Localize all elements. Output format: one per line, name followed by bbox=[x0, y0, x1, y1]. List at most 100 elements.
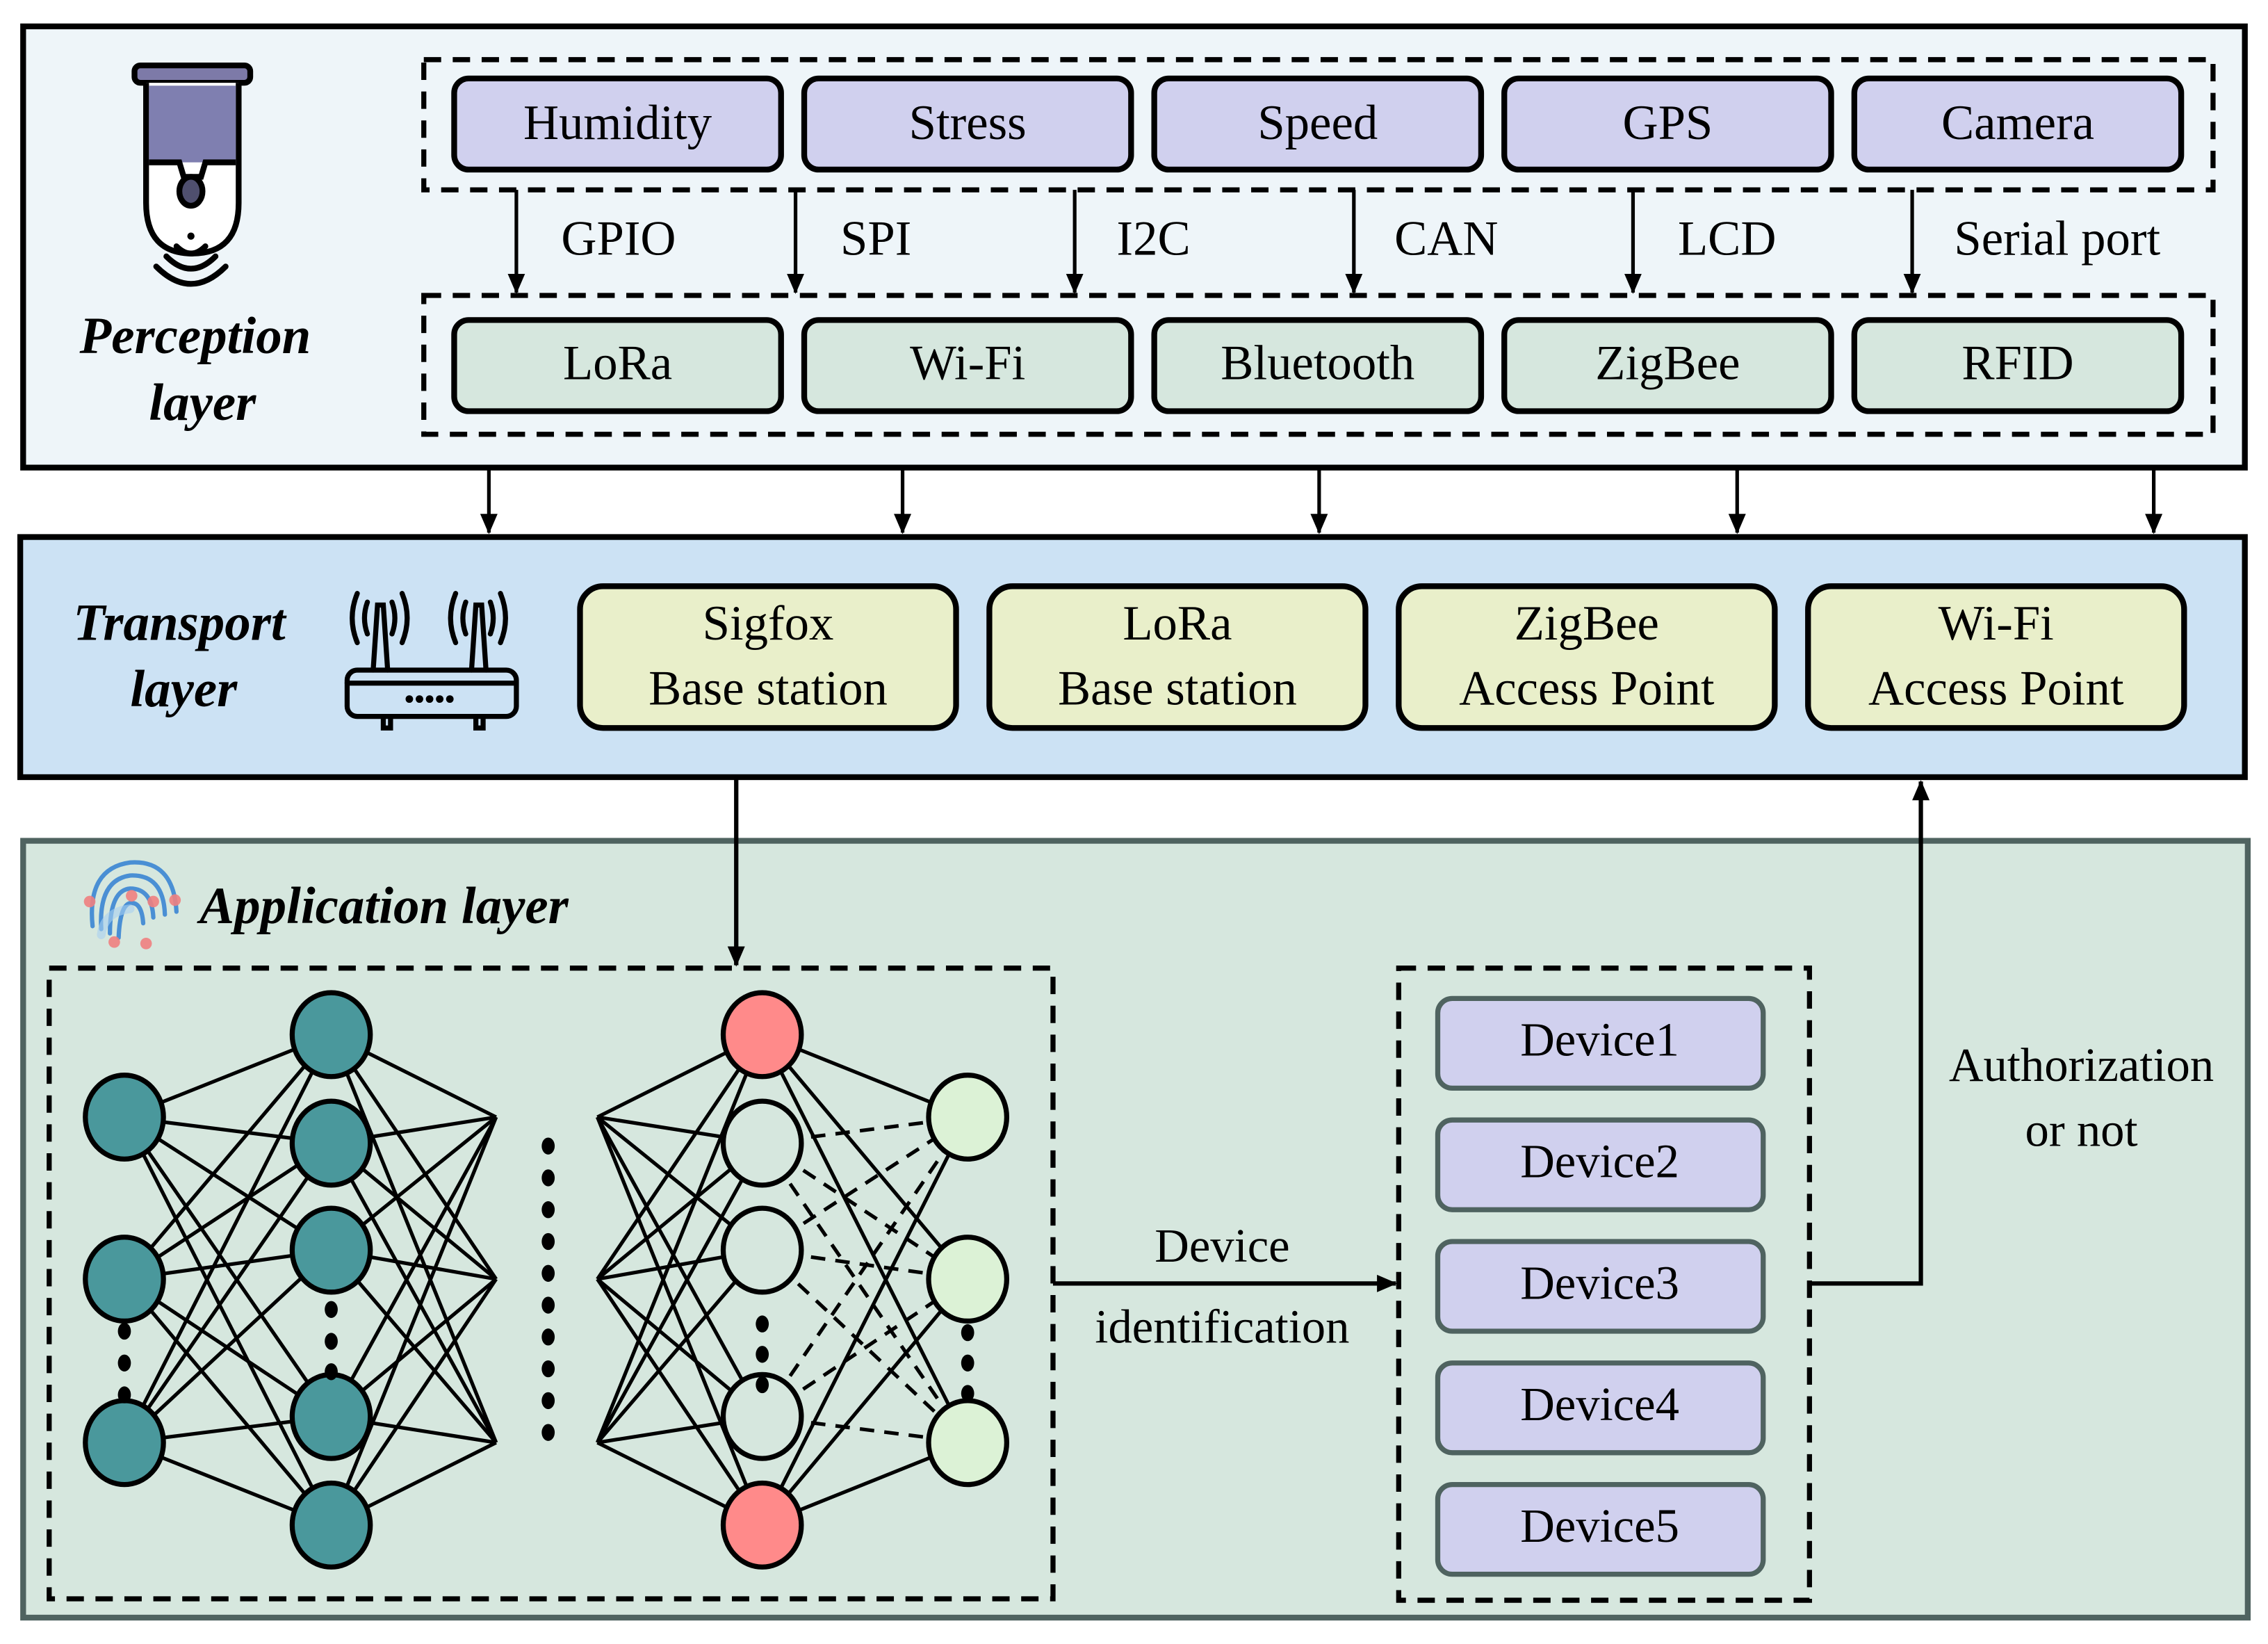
output-node bbox=[926, 1398, 1010, 1488]
device-label: Device5 bbox=[1520, 1499, 1679, 1552]
interface-lcd: LCD bbox=[1624, 190, 1777, 294]
nn-edge bbox=[760, 1142, 970, 1444]
nn-edge bbox=[122, 1278, 333, 1527]
sensor-box-bg bbox=[1151, 75, 1485, 173]
ellipsis-dot bbox=[325, 1363, 338, 1381]
nn-edge bbox=[329, 1033, 498, 1280]
late-hidden-node bbox=[720, 1098, 804, 1188]
nn-edge bbox=[596, 1116, 765, 1526]
nn-edge bbox=[122, 1142, 333, 1444]
nn-edge bbox=[122, 1116, 333, 1418]
application-title: Application layer bbox=[197, 877, 569, 935]
nn-edge bbox=[596, 1142, 764, 1444]
output-node bbox=[926, 1073, 1010, 1162]
station-name: ZigBee bbox=[1515, 596, 1659, 651]
interface-gpio: GPIO bbox=[507, 190, 676, 294]
ellipsis-dot bbox=[541, 1169, 555, 1187]
comm-box-bg bbox=[1851, 317, 2185, 414]
late-hidden-node bbox=[720, 990, 804, 1080]
comm-box-rfid: RFID bbox=[1851, 317, 2185, 414]
late-hidden-node bbox=[720, 1480, 804, 1570]
station-name: Sigfox bbox=[703, 596, 834, 651]
nn-edge bbox=[329, 1116, 498, 1526]
fingerprint-icon bbox=[83, 860, 181, 950]
nn-edge bbox=[123, 1248, 333, 1444]
station-type: Base station bbox=[1058, 662, 1297, 716]
ellipsis-dot bbox=[117, 1354, 131, 1372]
sensor-box-bg bbox=[801, 75, 1134, 173]
nn-edge bbox=[760, 1278, 970, 1527]
comm-box-wifi: Wi-Fi bbox=[801, 317, 1134, 414]
perception-title-line1: Perception bbox=[79, 307, 311, 365]
sensor-label: Camera bbox=[1941, 96, 2094, 150]
output-node bbox=[926, 1235, 1010, 1324]
ellipsis-dot bbox=[541, 1328, 555, 1346]
ellipsis-dot bbox=[541, 1360, 555, 1378]
comm-box-lora: LoRa bbox=[451, 317, 784, 414]
input-node bbox=[83, 1235, 166, 1324]
nn-edge bbox=[596, 1278, 764, 1527]
nn-edge bbox=[122, 1033, 333, 1280]
interface-label: SPI bbox=[840, 211, 911, 266]
nn-edge bbox=[760, 1033, 970, 1280]
authorization-label-line1: Authorization bbox=[1949, 1039, 2214, 1091]
interface-label: LCD bbox=[1678, 211, 1777, 266]
ellipsis-dot bbox=[541, 1137, 555, 1155]
nn-edge bbox=[596, 1034, 765, 1444]
hidden-node bbox=[289, 1098, 373, 1188]
hidden-node bbox=[289, 1480, 373, 1570]
sensor-box-humidity: Humidity bbox=[451, 75, 784, 173]
sensor-box-camera: Camera bbox=[1851, 75, 2185, 173]
nn-edge bbox=[329, 1142, 498, 1444]
interface-can: CAN bbox=[1345, 190, 1498, 294]
comm-box-bg bbox=[801, 317, 1134, 414]
device-box-bg bbox=[1435, 1360, 1766, 1456]
device-label: Device3 bbox=[1520, 1256, 1679, 1309]
station-box-bg bbox=[986, 583, 1369, 731]
comm-box-zigbee: ZigBee bbox=[1501, 317, 1834, 414]
sensor-box-bg bbox=[451, 75, 784, 173]
nn-edge bbox=[760, 1116, 970, 1418]
ellipsis-dot bbox=[541, 1392, 555, 1410]
hidden-node bbox=[289, 990, 373, 1080]
sensor-box-bg bbox=[1501, 75, 1834, 173]
sensor-box-bg bbox=[1851, 75, 2185, 173]
device-identification-label-line1: Device bbox=[1155, 1219, 1289, 1272]
nn-edge bbox=[329, 1034, 498, 1444]
nn-edge bbox=[329, 1116, 498, 1418]
nn-edge bbox=[596, 1116, 764, 1418]
station-type: Base station bbox=[648, 662, 888, 716]
sensor-label: Humidity bbox=[523, 96, 712, 150]
neural-network bbox=[83, 990, 1010, 1570]
interface-label: GPIO bbox=[561, 211, 676, 266]
nn-edge bbox=[329, 1278, 498, 1527]
station-box-bg bbox=[577, 583, 959, 731]
ellipsis-dot bbox=[325, 1333, 338, 1350]
device-box-3: Device3 bbox=[1435, 1239, 1766, 1334]
station-box-bg bbox=[1396, 583, 1778, 731]
hidden-node bbox=[289, 1205, 373, 1295]
sensor-camera-icon bbox=[131, 62, 254, 287]
comm-label: RFID bbox=[1961, 336, 2073, 390]
comm-group bbox=[421, 293, 2216, 437]
nn-edge bbox=[760, 1116, 970, 1527]
ellipsis-dot bbox=[117, 1386, 131, 1403]
station-name: LoRa bbox=[1123, 596, 1232, 651]
ellipsis-dot bbox=[541, 1424, 555, 1441]
nn-edge bbox=[596, 1033, 764, 1280]
comm-box-bg bbox=[451, 317, 784, 414]
application-layer-box bbox=[20, 838, 2251, 1621]
router-icon bbox=[344, 591, 519, 731]
station-type: Access Point bbox=[1459, 662, 1715, 716]
ellipsis-dot bbox=[961, 1385, 974, 1402]
sensor-label: Speed bbox=[1257, 96, 1378, 150]
device-box-bg bbox=[1435, 1239, 1766, 1334]
ellipsis-dot bbox=[961, 1324, 974, 1342]
device-label: Device4 bbox=[1520, 1378, 1679, 1431]
application-layer: Application layer Device identification … bbox=[20, 780, 2251, 1621]
